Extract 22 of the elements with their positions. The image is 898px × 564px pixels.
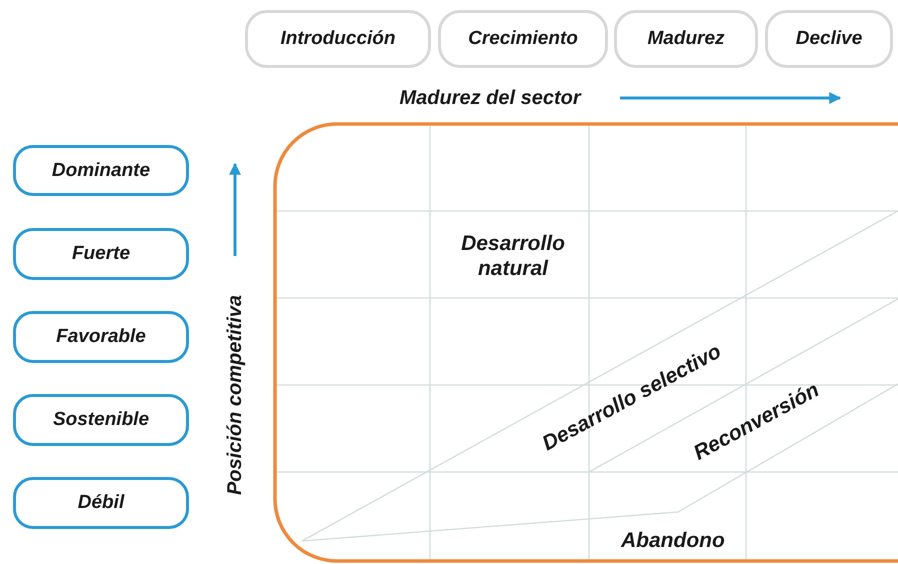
stage-pill <box>438 10 608 68</box>
position-pill <box>13 394 189 446</box>
pill-label: Fuerte <box>72 243 130 265</box>
zone-label: Desarrollo natural <box>460 231 566 282</box>
position-pill <box>13 228 189 280</box>
position-pill <box>13 311 189 363</box>
pill-label: Favorable <box>56 326 146 348</box>
axis-title: Madurez del sector <box>400 86 581 110</box>
axis-title: Posición competitiva <box>223 294 248 496</box>
pill-label: Débil <box>78 492 124 514</box>
pill-label: Introducción <box>280 28 396 50</box>
pill-label: Crecimiento <box>468 28 578 50</box>
stage-pill <box>765 10 893 68</box>
stage-pill <box>245 10 431 68</box>
pill-label: Madurez <box>647 28 725 50</box>
zone-label: Abandono <box>621 528 725 553</box>
pill-label: Sostenible <box>52 409 150 431</box>
pill-label: Declive <box>796 28 862 50</box>
stage-pill <box>614 10 758 68</box>
position-pill <box>13 477 189 529</box>
pill-label: Dominante <box>52 160 150 182</box>
position-pill <box>13 145 189 196</box>
